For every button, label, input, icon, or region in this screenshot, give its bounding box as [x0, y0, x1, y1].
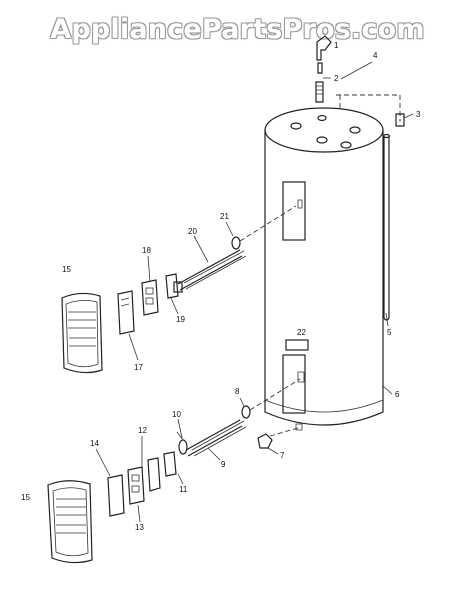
callout-1: 1	[334, 41, 339, 50]
callout-8: 8	[235, 387, 240, 396]
callout-22: 22	[297, 328, 306, 337]
callout-15-lower: 15	[21, 493, 30, 502]
callout-20: 20	[188, 227, 197, 236]
callout-11: 11	[179, 485, 188, 494]
top-fittings	[315, 35, 414, 395]
callout-14: 14	[90, 439, 99, 448]
callout-9: 9	[221, 460, 226, 469]
callout-6: 6	[395, 390, 400, 399]
callout-5: 5	[387, 328, 392, 337]
callout-13: 13	[135, 523, 144, 532]
callout-7: 7	[280, 451, 285, 460]
callout-labels: 1 2 3 4 5 6 7 8 9 10 11 12 13 14 15 15 1…	[21, 41, 421, 532]
water-heater-tank	[264, 107, 384, 431]
callout-18: 18	[142, 246, 151, 255]
watermark-text: AppliancePartsPros.com	[50, 14, 425, 45]
upper-element-assembly	[61, 205, 297, 374]
callout-19: 19	[176, 315, 185, 324]
lower-element-assembly	[47, 378, 301, 564]
callout-10: 10	[172, 410, 181, 419]
callout-2: 2	[334, 74, 339, 83]
callout-3: 3	[416, 110, 421, 119]
callout-12: 12	[138, 426, 147, 435]
callout-17: 17	[134, 363, 143, 372]
callout-15-upper: 15	[62, 265, 71, 274]
callout-4: 4	[373, 51, 378, 60]
callout-21: 21	[220, 212, 229, 221]
